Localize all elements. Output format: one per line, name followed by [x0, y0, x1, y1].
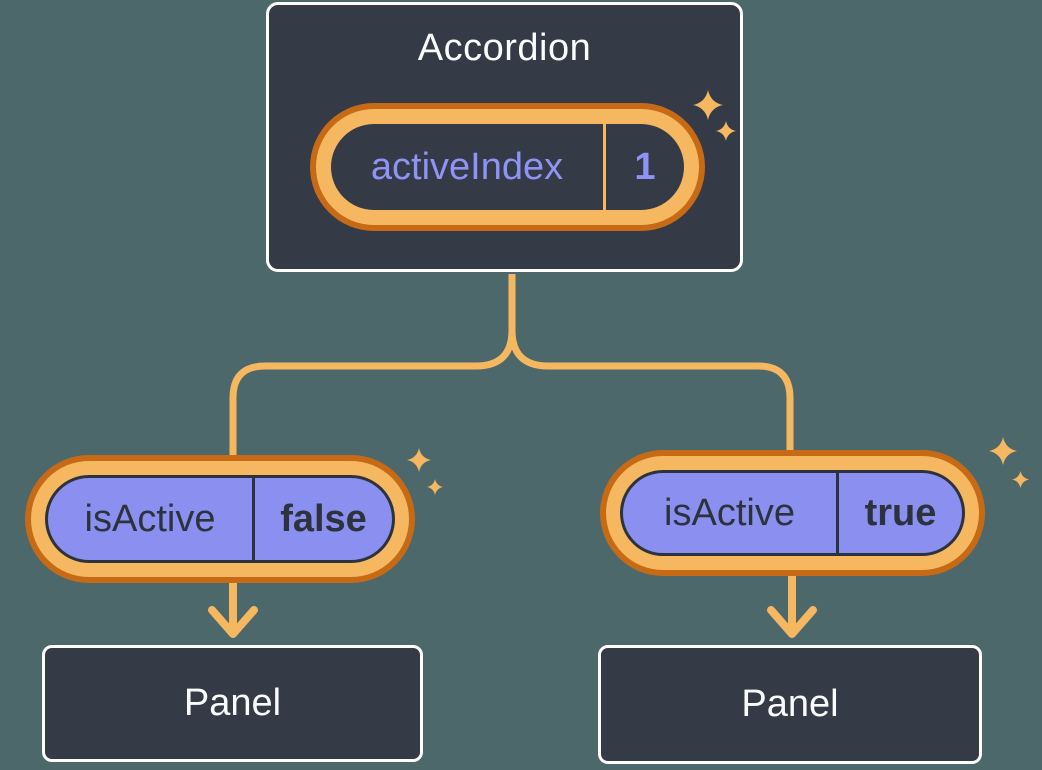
prop-name-label: isActive: [664, 491, 795, 534]
sparkle-icon: [427, 479, 444, 496]
state-name-label: activeIndex: [370, 145, 564, 188]
panel-node-left: Panel: [42, 645, 423, 762]
panel-label: Panel: [183, 682, 282, 724]
fork-branch-right-line: [508, 274, 794, 452]
prop-pill-ring: isActive false: [31, 461, 409, 577]
prop-pill-isactive-false: isActive false: [25, 455, 415, 583]
state-pill-activeindex: activeIndex 1: [310, 103, 705, 231]
prop-value: false: [280, 497, 367, 540]
fork-branch-left-line: [229, 274, 516, 458]
state-pill-ring: activeIndex 1: [316, 109, 699, 225]
state-pill-divider: [603, 124, 606, 210]
prop-value: true: [864, 491, 937, 534]
prop-pill-divider: [836, 473, 839, 553]
prop-name-label: isActive: [84, 497, 216, 540]
prop-pill-content: isActive true: [620, 470, 965, 556]
prop-pill-divider: [252, 478, 255, 560]
arrow-left-head-icon: [208, 606, 258, 638]
arrow-right-head-icon: [767, 606, 817, 638]
panel-label: Panel: [741, 683, 839, 725]
prop-pill-ring: isActive true: [606, 456, 979, 570]
state-value: 1: [634, 145, 656, 188]
accordion-title: Accordion: [417, 27, 592, 69]
prop-pill-content: isActive false: [45, 475, 395, 563]
prop-pill-isactive-true: isActive true: [600, 450, 985, 576]
sparkle-icon: [1012, 471, 1030, 489]
state-pill-content: activeIndex 1: [331, 124, 684, 210]
sparkle-icon: [989, 437, 1018, 466]
sparkle-icon: [407, 448, 431, 472]
panel-node-right: Panel: [598, 645, 982, 764]
